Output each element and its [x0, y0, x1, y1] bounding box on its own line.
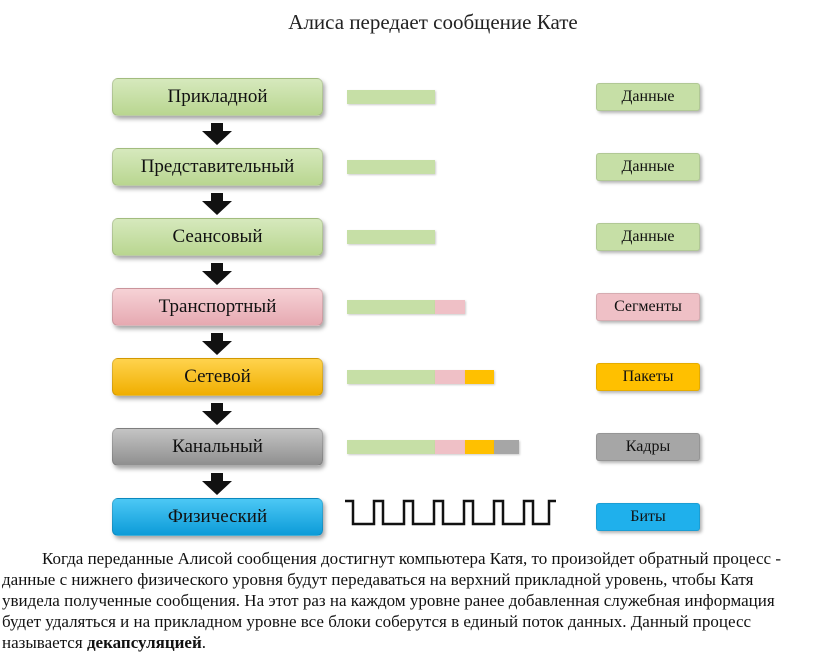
layer-datalink: Канальный [112, 428, 323, 466]
data-bar-network [347, 370, 494, 384]
down-arrow-icon [202, 123, 232, 145]
pdu-label-datalink: Кадры [596, 433, 700, 461]
diagram-title: Алиса передает сообщение Кате [288, 10, 578, 34]
data-bar-datalink [347, 440, 519, 454]
datalink-header-segment [494, 440, 519, 454]
paragraph-end: . [201, 633, 207, 652]
data-segment [347, 440, 435, 454]
layer-application: Прикладной [112, 78, 323, 116]
paragraph-text: Когда переданные Алисой сообщения достиг… [2, 549, 782, 652]
pdu-label-session: Данные [596, 223, 700, 251]
data-bar-presentation [347, 160, 435, 174]
pdu-label-presentation: Данные [596, 153, 700, 181]
data-segment [347, 300, 435, 314]
layer-session: Сеансовый [112, 218, 323, 256]
down-arrow-icon [202, 333, 232, 355]
down-arrow-icon [202, 473, 232, 495]
network-header-segment [465, 370, 494, 384]
layer-presentation: Представительный [112, 148, 323, 186]
data-bar-transport [347, 300, 465, 314]
network-header-segment [465, 440, 494, 454]
down-arrow-icon [202, 193, 232, 215]
pdu-label-transport: Сегменты [596, 293, 700, 321]
down-arrow-icon [202, 263, 232, 285]
square-wave-signal [345, 499, 556, 526]
transport-header-segment [435, 370, 465, 384]
pdu-label-application: Данные [596, 83, 700, 111]
explanation-paragraph: Когда переданные Алисой сообщения достиг… [2, 548, 814, 653]
data-segment [347, 90, 435, 104]
layer-transport: Транспортный [112, 288, 323, 326]
data-segment [347, 370, 435, 384]
data-bar-session [347, 230, 435, 244]
layer-network: Сетевой [112, 358, 323, 396]
transport-header-segment [435, 440, 465, 454]
pdu-label-network: Пакеты [596, 363, 700, 391]
layer-physical: Физический [112, 498, 323, 536]
data-segment [347, 230, 435, 244]
down-arrow-icon [202, 403, 232, 425]
paragraph-bold-term: декапсуляцией [86, 633, 202, 652]
pdu-label-physical: Биты [596, 503, 700, 531]
data-segment [347, 160, 435, 174]
transport-header-segment [435, 300, 465, 314]
data-bar-application [347, 90, 435, 104]
